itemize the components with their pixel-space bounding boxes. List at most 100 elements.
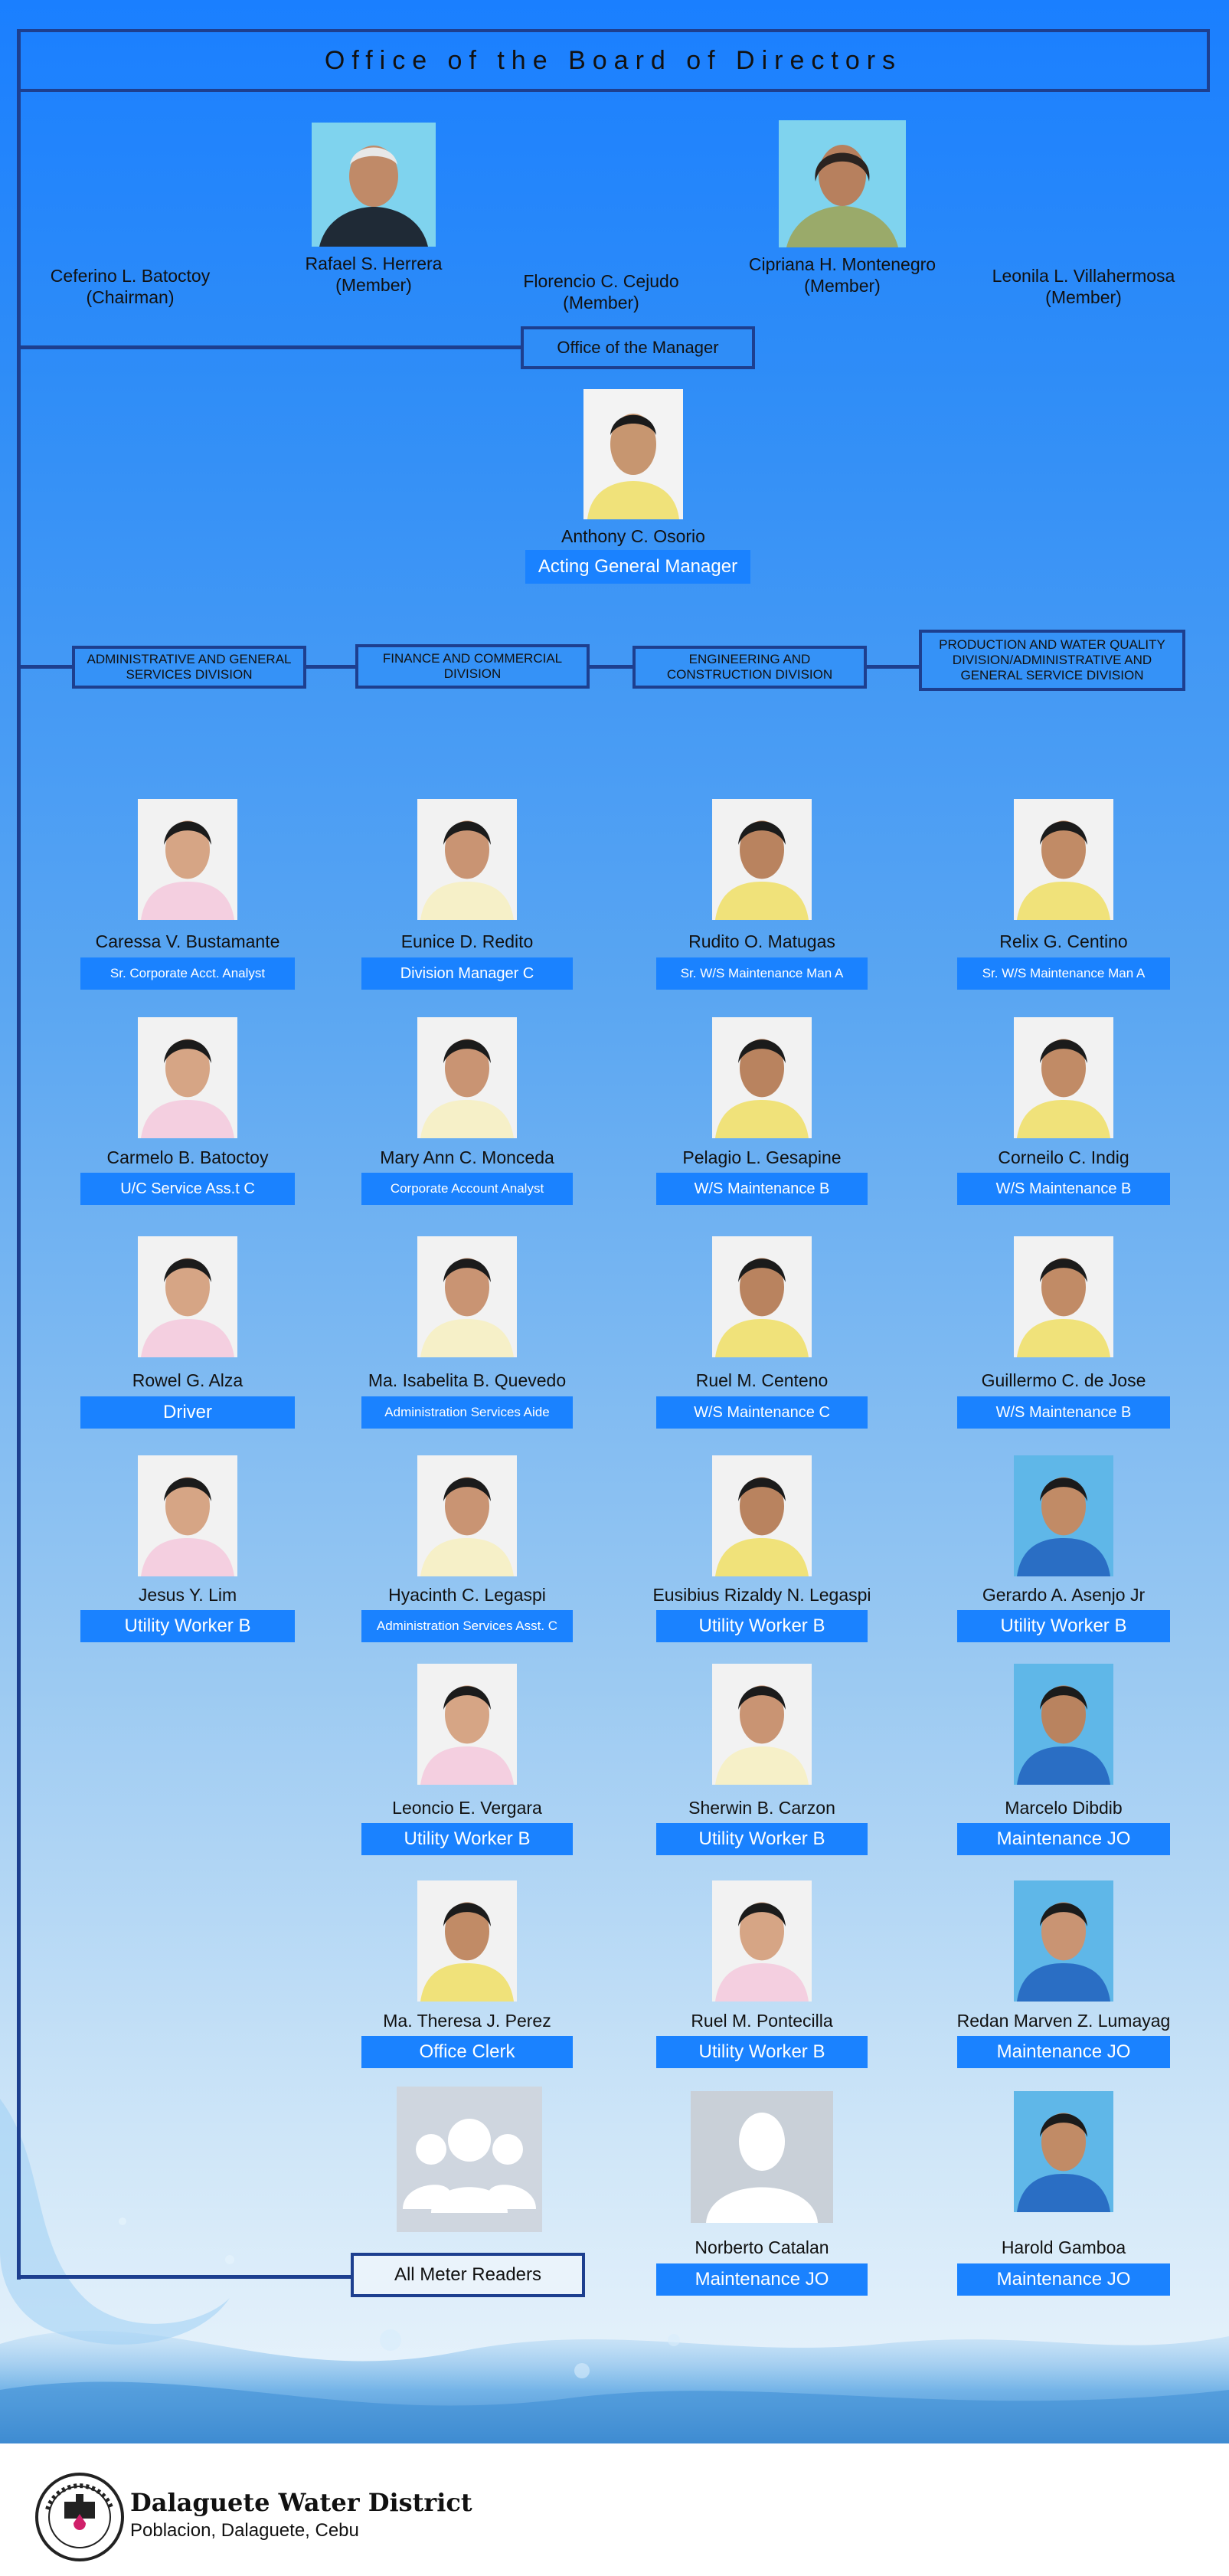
staff-member (69, 1455, 306, 1576)
footer (0, 2443, 1229, 2576)
division-engineering-construction: ENGINEERING AND CONSTRUCTION DIVISION (632, 646, 867, 689)
board-member-role: (Member) (563, 293, 639, 313)
staff-position-badge: Office Clerk (361, 2036, 573, 2068)
staff-name: Guillermo C. de Jose (981, 1370, 1146, 1390)
organization-name: Dalaguete Water District (130, 2488, 472, 2517)
board-member-name: Cipriana H. Montenegro (748, 254, 936, 274)
board-member-name: Leonila L. Villahermosa (992, 266, 1175, 286)
staff-member (945, 799, 1182, 920)
staff-name: Carmelo B. Batoctoy (106, 1147, 269, 1167)
person-photo (417, 1236, 517, 1357)
person-photo (138, 1017, 237, 1138)
staff-position-badge: Utility Worker B (361, 1823, 573, 1855)
staff-position-badge: U/C Service Ass.t C (80, 1173, 295, 1205)
staff-name: Marcelo Dibdib (1005, 1798, 1123, 1818)
staff-position-badge: Maintenance JO (957, 2036, 1170, 2068)
staff-name: Eusibius Rizaldy N. Legaspi (652, 1585, 871, 1605)
manager-connector-line (17, 345, 521, 349)
staff-position-badge: Maintenance JO (957, 1823, 1170, 1855)
manager-name: Anthony C. Osorio (561, 526, 705, 546)
staff-member (643, 1236, 881, 1357)
person-photo (712, 1017, 812, 1138)
water-district-logo (35, 2473, 124, 2561)
person-photo (712, 1664, 812, 1785)
staff-position-badge: Administration Services Aide (361, 1396, 573, 1429)
person-photo (1014, 1455, 1113, 1576)
board-member-role: (Member) (804, 276, 881, 296)
staff-name: Ruel M. Centeno (695, 1370, 829, 1390)
staff-member (945, 1880, 1182, 2002)
person-photo (417, 1664, 517, 1785)
meter-readers-group (351, 2087, 588, 2232)
staff-name: Rowel G. Alza (132, 1370, 244, 1390)
staff-position-badge: Maintenance JO (957, 2263, 1170, 2296)
division-finance-commercial: FINANCE AND COMMERCIAL DIVISION (355, 644, 590, 689)
person-photo (1014, 1664, 1113, 1785)
staff-member (945, 2091, 1182, 2212)
staff-name: Norberto Catalan (695, 2237, 829, 2257)
board-title: Office of the Board of Directors (17, 29, 1210, 92)
staff-position-badge: W/S Maintenance B (656, 1173, 868, 1205)
division-production-water-quality: PRODUCTION AND WATER QUALITY DIVISION/AD… (919, 630, 1185, 691)
staff-name: Relix G. Centino (999, 931, 1128, 951)
staff-member (945, 1017, 1182, 1138)
person-photo (417, 1017, 517, 1138)
staff-name: Eunice D. Redito (400, 931, 534, 951)
staff-member (643, 1455, 881, 1576)
person-photo (1014, 1236, 1113, 1357)
person-photo (1014, 1880, 1113, 2002)
board-member: Rafael S. Herrera (Member) (255, 123, 492, 296)
board-member-name: Ceferino L. Batoctoy (50, 266, 211, 286)
staff-member (945, 1455, 1182, 1576)
staff-member (643, 1664, 881, 1785)
staff-name: Leoncio E. Vergara (392, 1798, 542, 1818)
manager-office-box: Office of the Manager (521, 326, 755, 369)
staff-member (69, 1017, 306, 1138)
staff-position-badge: W/S Maintenance C (656, 1396, 868, 1429)
board-member: Ceferino L. Batoctoy (Chairman) (11, 259, 249, 308)
staff-position-badge: Sr. W/S Maintenance Man A (957, 957, 1170, 990)
staff-member (643, 1017, 881, 1138)
staff-member (348, 1664, 586, 1785)
person-photo (712, 1455, 812, 1576)
staff-member (348, 1017, 586, 1138)
staff-member (945, 1664, 1182, 1785)
board-member-name: Florencio C. Cejudo (523, 271, 679, 291)
person-photo (1014, 2091, 1113, 2212)
staff-position-badge: W/S Maintenance B (957, 1396, 1170, 1429)
staff-name: Gerardo A. Asenjo Jr (982, 1585, 1146, 1605)
staff-member (348, 1236, 586, 1357)
board-member-role: (Member) (335, 275, 412, 295)
staff-name: Harold Gamboa (1001, 2237, 1126, 2257)
staff-name: Caressa V. Bustamante (95, 931, 280, 951)
staff-name: Ma. Isabelita B. Quevedo (368, 1370, 567, 1390)
division-admin-general: ADMINISTRATIVE AND GENERAL SERVICES DIVI… (72, 646, 306, 689)
board-member-name: Rafael S. Herrera (305, 254, 443, 273)
meter-readers-box: All Meter Readers (351, 2253, 585, 2297)
staff-position-badge: Sr. W/S Maintenance Man A (656, 957, 868, 990)
staff-name: Hyacinth C. Legaspi (388, 1585, 546, 1605)
board-member-role: (Chairman) (86, 287, 175, 307)
staff-name: Redan Marven Z. Lumayag (956, 2011, 1171, 2031)
person-photo (712, 1236, 812, 1357)
staff-name: Ruel M. Pontecilla (691, 2011, 833, 2031)
general-manager: Anthony C. Osorio (515, 389, 752, 547)
staff-member (945, 1236, 1182, 1357)
main-vertical-line (17, 29, 21, 2280)
staff-name: Mary Ann C. Monceda (380, 1147, 554, 1167)
board-member: Cipriana H. Montenegro (Member) (724, 120, 961, 296)
meter-connector-line (17, 2275, 351, 2279)
manager-position-badge: Acting General Manager (525, 550, 750, 584)
staff-member (348, 799, 586, 920)
staff-name: Rudito O. Matugas (688, 931, 835, 951)
board-member: Leonila L. Villahermosa (Member) (965, 259, 1202, 308)
staff-position-badge: Sr. Corporate Acct. Analyst (80, 957, 295, 990)
person-photo (712, 799, 812, 920)
person-photo (138, 1455, 237, 1576)
staff-position-badge: Maintenance JO (656, 2263, 868, 2296)
person-photo (417, 1455, 517, 1576)
staff-position-badge: Driver (80, 1396, 295, 1429)
staff-name: Sherwin B. Carzon (688, 1798, 835, 1818)
staff-member (69, 1236, 306, 1357)
